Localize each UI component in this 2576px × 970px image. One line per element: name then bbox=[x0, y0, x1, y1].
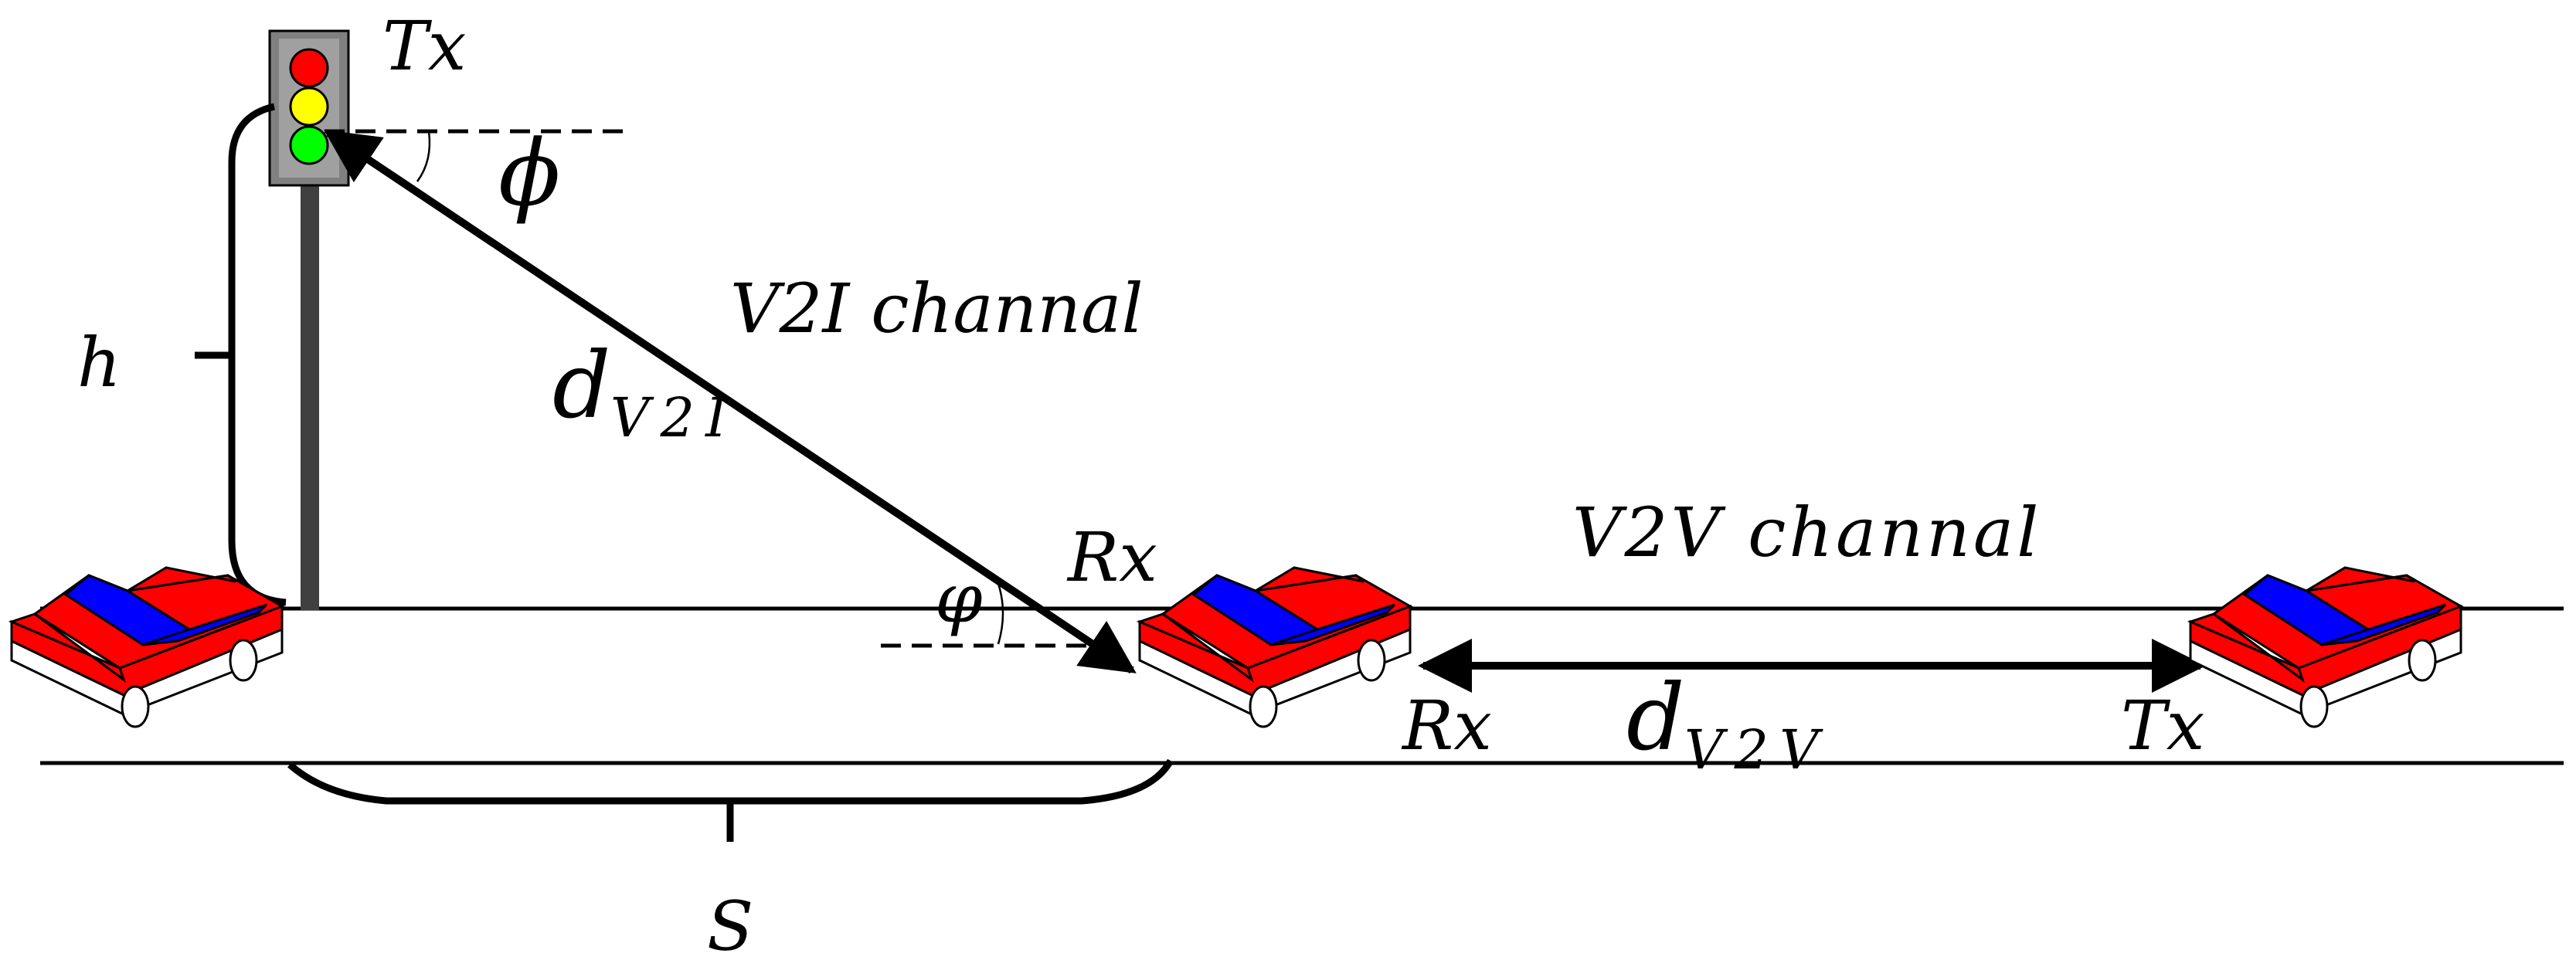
car-icon bbox=[10, 566, 284, 728]
car-icon bbox=[2189, 566, 2462, 728]
d-v2i-label: d bbox=[552, 332, 611, 439]
varphi-label: φ bbox=[935, 558, 983, 638]
traffic-light-pole bbox=[301, 185, 319, 610]
d-v2v-label: d bbox=[1626, 664, 1685, 771]
tx-right-label: Tx bbox=[2121, 686, 2204, 765]
light-red bbox=[289, 48, 329, 88]
light-yellow bbox=[289, 86, 329, 127]
varphi-angle-arc bbox=[995, 578, 1004, 645]
d-v2v-subscript: V2V bbox=[1684, 718, 1830, 782]
v2i-channel-label: V2I channal bbox=[730, 269, 1144, 348]
h-label: h bbox=[77, 323, 121, 402]
light-green bbox=[289, 125, 329, 165]
s-label: S bbox=[707, 887, 753, 966]
rx-top-label: Rx bbox=[1066, 517, 1157, 597]
s-bracket bbox=[287, 758, 1174, 805]
rx-bottom-label: Rx bbox=[1401, 686, 1492, 765]
phi-angle-arc bbox=[416, 131, 431, 182]
v2v-channel-label: V2V channal bbox=[1572, 493, 2041, 572]
tx-light-label: Tx bbox=[382, 6, 466, 86]
d-v2i-subscript: V2I bbox=[610, 386, 738, 449]
phi-label: ϕ bbox=[498, 120, 560, 226]
car-icon bbox=[1138, 566, 1412, 728]
traffic-light-icon bbox=[268, 29, 350, 187]
